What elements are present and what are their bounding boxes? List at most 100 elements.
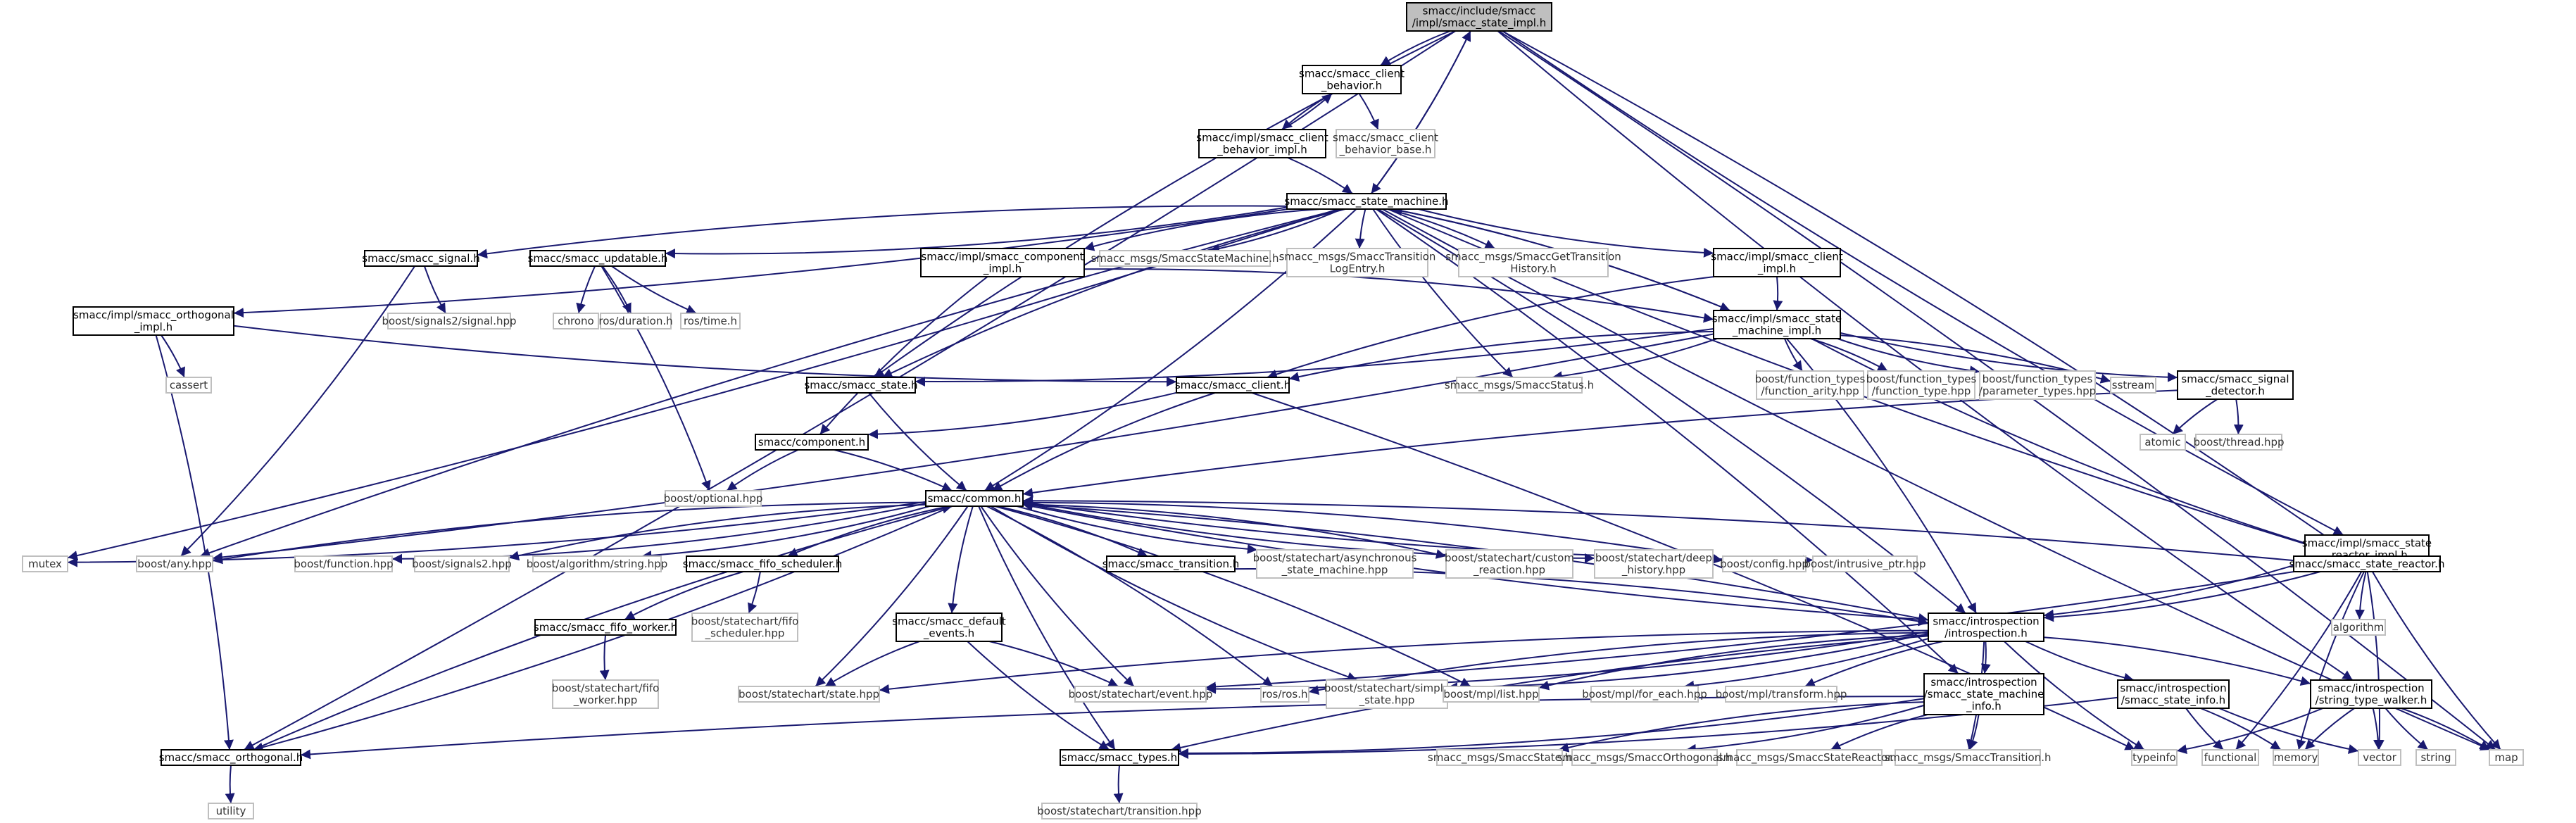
edge-state_machine_impl-to-ft_type <box>1810 338 1888 372</box>
node-label: boost/mpl/for_each.hpp <box>1582 688 1707 701</box>
edge-common-to-sc_simple_state <box>990 505 1358 681</box>
node-ros_duration: ros/duration.h <box>598 313 673 329</box>
node-map: map <box>2489 749 2524 766</box>
node-boost_any: boost/any.hpp <box>136 555 213 572</box>
edge-smacc_orthogonal-to-common <box>253 503 953 750</box>
node-box <box>414 555 510 572</box>
node-label: smacc/introspection <box>2120 682 2226 695</box>
node-signal[interactable]: smacc/smacc_signal.h <box>362 250 480 267</box>
node-sc_async: boost/statechart/asynchronous_state_mach… <box>1253 549 1417 579</box>
edge-common-to-sc_state <box>815 505 969 687</box>
node-label: smacc_msgs/SmaccTransition.h <box>1884 751 2051 765</box>
node-memory: memory <box>2273 749 2319 766</box>
node-label: _detector.h <box>2205 385 2265 398</box>
node-cassert: cassert <box>165 377 212 394</box>
node-fifo_worker[interactable]: smacc/smacc_fifo_worker.h <box>534 619 677 636</box>
node-signal_detector[interactable]: smacc/smacc_signal_detector.h <box>2177 370 2294 400</box>
edge-sm_info-to-msg_orthogonal <box>1685 704 1925 754</box>
node-label: _behavior_base.h <box>1339 144 1432 157</box>
node-box <box>1895 749 2041 766</box>
node-component[interactable]: smacc/component.h <box>755 434 869 451</box>
node-sc_deep: boost/statechart/deep_history.hpp <box>1594 549 1714 579</box>
node-label: smacc/smacc_client.h <box>1175 379 1290 392</box>
edge-updatable-to-ros_time <box>611 265 697 314</box>
edge-component_impl-to-component <box>819 276 988 435</box>
node-label: LogEntry.h <box>1330 263 1386 275</box>
node-label: boost/thread.hpp <box>2193 436 2284 448</box>
node-state_info[interactable]: smacc/introspection/smacc_state_info.h <box>2117 679 2230 709</box>
node-label: _state_machine.hpp <box>1281 564 1388 577</box>
node-box <box>1286 193 1447 210</box>
node-label: smacc/introspection <box>2318 682 2424 695</box>
node-updatable[interactable]: smacc/smacc_updatable.h <box>528 250 668 267</box>
node-box <box>925 490 1024 507</box>
node-smacc_types[interactable]: smacc/smacc_types.h <box>1060 749 1179 766</box>
node-label: boost/function.hpp <box>294 558 393 570</box>
node-client_behavior[interactable]: smacc/smacc_client_behavior.h <box>1299 65 1405 94</box>
node-box <box>2201 749 2259 766</box>
node-label: boost/algorithm/string.hpp <box>527 558 667 570</box>
node-label: _worker.hpp <box>573 694 638 708</box>
node-introspection[interactable]: smacc/introspection/introspection.h <box>1928 612 2044 642</box>
node-functional: functional <box>2201 749 2259 766</box>
node-state_machine[interactable]: smacc/smacc_state_machine.h <box>1284 193 1449 210</box>
node-client_impl[interactable]: smacc/impl/smacc_client_impl.h <box>1711 248 1843 277</box>
node-state_reactor[interactable]: smacc/smacc_state_reactor.h <box>2289 555 2445 572</box>
node-state_machine_impl[interactable]: smacc/impl/smacc_state_machine_impl.h <box>1712 310 1842 339</box>
node-label: boost/mpl/transform.hpp <box>1716 688 1847 701</box>
edge-state_reactor-to-sc_event <box>1205 571 2294 692</box>
node-root[interactable]: smacc/include/smacc/impl/smacc_state_imp… <box>1406 2 1552 32</box>
node-label: smacc_msgs/SmaccStatus.h <box>1445 379 1594 392</box>
node-label: smacc/introspection <box>1933 615 2039 628</box>
node-label: _behavior_impl.h <box>1217 144 1307 157</box>
node-default_events[interactable]: smacc/smacc_default_events.h <box>892 612 1006 642</box>
node-smacc_orthogonal[interactable]: smacc/smacc_orthogonal.h <box>159 749 303 766</box>
node-box <box>161 749 301 766</box>
node-msg_orthogonal: smacc_msgs/SmaccOrthogonal.h <box>1557 749 1732 766</box>
node-string_type_walker[interactable]: smacc/introspection/string_type_walker.h <box>2310 679 2432 709</box>
node-fifo_scheduler[interactable]: smacc/smacc_fifo_scheduler.h <box>683 555 842 572</box>
node-box <box>738 686 880 703</box>
edge-introspection-to-mpl_transform <box>1804 641 1943 687</box>
edge-signal_detector-to-boost_thread <box>2233 398 2244 435</box>
edge-common-to-boost_signals2 <box>508 503 926 561</box>
node-label: boost/statechart/state.hpp <box>739 688 879 701</box>
node-smacc_client[interactable]: smacc/smacc_client.h <box>1175 377 1290 394</box>
edge-root-to-state_reactor <box>1501 30 2355 557</box>
node-label: smacc/smacc_updatable.h <box>528 252 668 265</box>
node-msg_state_machine: smacc_msgs/SmaccStateMachine.h <box>1091 250 1279 267</box>
node-orthogonal_impl[interactable]: smacc/impl/smacc_orthogonal_impl.h <box>73 306 234 336</box>
edge-state_machine-to-smacc_state <box>881 208 1345 378</box>
edge-signal-to-boost_any <box>180 265 415 557</box>
node-label: smacc/impl/smacc_client <box>1711 251 1843 264</box>
edge-state_machine_impl-to-ft_arity <box>1784 338 1803 372</box>
edge-state_reactor-to-functional <box>2235 571 2363 750</box>
node-mpl_foreach: boost/mpl/for_each.hpp <box>1582 686 1707 703</box>
node-box <box>1176 377 1290 394</box>
edge-smacc_state-to-common <box>868 392 967 491</box>
node-label: /string_type_walker.h <box>2316 694 2427 708</box>
node-sm_info[interactable]: smacc/introspection/smacc_state_machine_… <box>1923 673 2044 715</box>
node-ft_type: boost/function_types/function_type.hpp <box>1866 370 1977 400</box>
node-label: boost/statechart/transition.hpp <box>1037 805 1201 817</box>
node-smacc_state[interactable]: smacc/smacc_state.h <box>804 377 918 394</box>
node-box <box>1867 370 1975 400</box>
node-common[interactable]: smacc/common.h <box>925 490 1024 507</box>
node-box <box>600 313 672 329</box>
edge-state_machine-to-orthogonal_impl <box>233 208 1288 318</box>
node-box <box>680 313 741 329</box>
node-smacc_transition[interactable]: smacc/smacc_transition.h <box>1102 555 1240 572</box>
node-label: _impl.h <box>1757 263 1796 276</box>
node-component_impl[interactable]: smacc/impl/smacc_component_impl.h <box>920 248 1085 277</box>
node-label: smacc/smacc_orthogonal.h <box>159 751 303 765</box>
edge-state_machine_impl-to-boost_any <box>212 333 1714 563</box>
edge-common-to-introspection <box>1022 503 1929 623</box>
node-box <box>2117 679 2230 709</box>
node-boost_config: boost/config.hpp <box>1720 555 1809 572</box>
node-label: _impl.h <box>134 321 172 334</box>
node-boost_optional: boost/optional.hpp <box>664 490 762 507</box>
node-box <box>1060 749 1179 766</box>
node-box <box>1074 686 1207 703</box>
edge-state_machine-to-map <box>1382 208 2491 750</box>
node-client_behavior_impl[interactable]: smacc/impl/smacc_client_behavior_impl.h <box>1196 129 1328 158</box>
